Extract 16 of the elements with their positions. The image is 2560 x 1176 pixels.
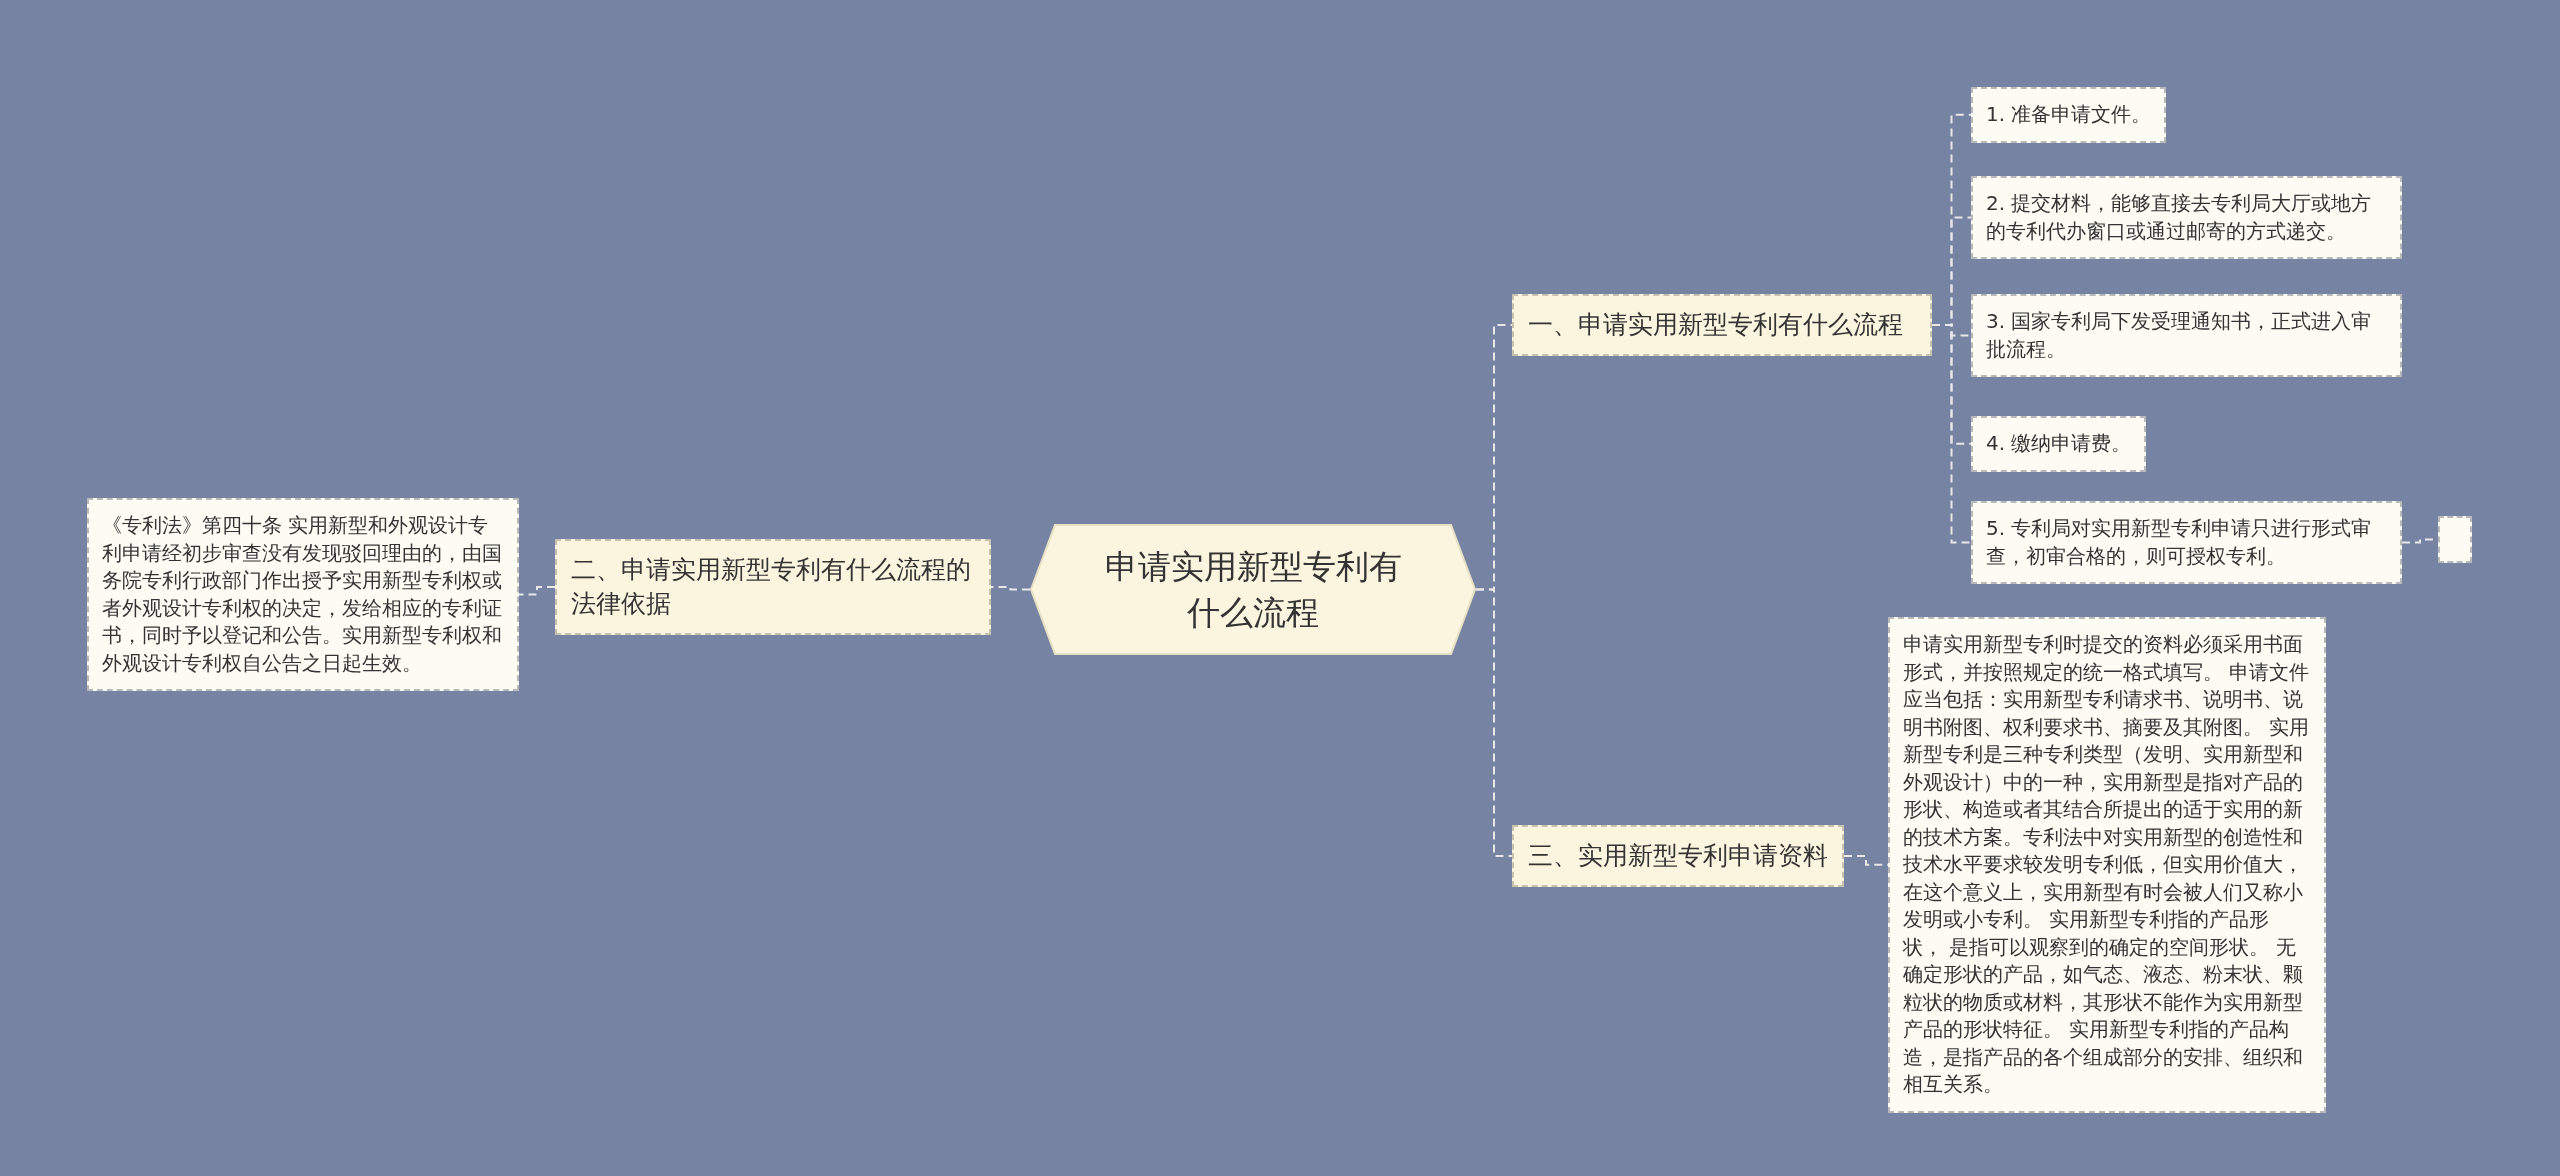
connector-line: [990, 586, 1031, 591]
connector-line: [518, 586, 556, 596]
empty-box: [2438, 516, 2472, 563]
text-box: 4. 缴纳申请费。: [1971, 416, 2147, 472]
text-box: 5. 专利局对实用新型专利申请只进行形式审查，初审合格的，则可授权专利。: [1971, 501, 2402, 584]
branch-box: 三、实用新型专利申请资料: [1512, 825, 1844, 887]
text-box: 2. 提交材料，能够直接去专利局大厅或地方的专利代办窗口或通过邮寄的方式递交。: [1971, 176, 2402, 259]
text-box: 《专利法》第四十条 实用新型和外观设计专利申请经初步审查没有发现驳回理由的，由国务院专利行政部门作出授予实用新型专利权或者外观设计专利权的决定，发给相应的专利证书，同时予以登记和公告。实用新型专利权和外观设计专利权自公告之日起生效。: [87, 498, 519, 691]
topic-hexagon: 申请实用新型专利有什么流程: [1030, 524, 1476, 655]
connector-line: [1475, 588, 1513, 857]
text-box: 申请实用新型专利时提交的资料必须采用书面形式，并按照规定的统一格式填写。 申请文件应当包括：实用新型专利请求书、说明书、说明书附图、权利要求书、摘要及其附图。 实用新型专利是三种专利类型（发明、实用新型和外观设计）中的一种，实用新型是指对产品的形状、构造或者其结合所提出的适于实用的新的技术方案。专利法中对实用新型的创造性和技术水平要求较发明专利低，但实用价值大，在这个意义上，实用新型有时会被人们又称小发明或小专利。 实用新型专利指的产品形状， 是指可以观察到的确定的空间形状。 无确定形状的产品，如气态、液态、粉末状、颗粒状的物质或材料，其形状不能作为实用新型产品的形状特征。 实用新型专利指的产品构造，是指产品的各个组成部分的安排、组织和相互关系。: [1888, 617, 2326, 1113]
branch-box: 二、申请实用新型专利有什么流程的法律依据: [555, 539, 991, 635]
text-box: 3. 国家专利局下发受理通知书，正式进入审批流程。: [1971, 294, 2402, 377]
connector-line: [1931, 324, 1972, 544]
text-box: 1. 准备申请文件。: [1971, 87, 2167, 143]
branch-box: 一、申请实用新型专利有什么流程: [1512, 294, 1932, 356]
